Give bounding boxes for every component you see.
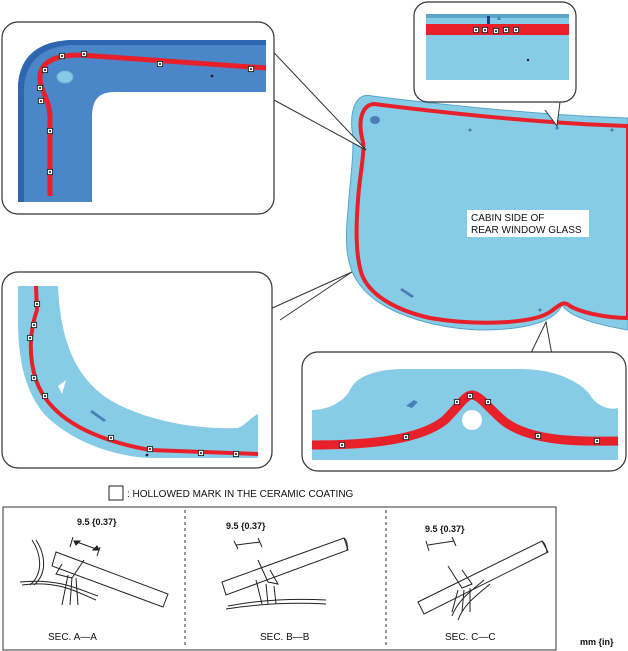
section-c-dimension: 9.5 {0.37}	[425, 524, 465, 534]
section-views-panel: 9.5 {0.37} SEC. A—A 9.5 {0.37} SEC. B—B	[2, 506, 557, 651]
rear-window-glass: CABIN SIDE OF REAR WINDOW GLASS	[345, 94, 628, 331]
section-b-caption: SEC. B—B	[260, 632, 310, 643]
fastener-mark	[370, 116, 614, 312]
section-b-dimension: 9.5 {0.37}	[226, 521, 266, 531]
section-a-caption: SEC. A—A	[48, 632, 97, 643]
unit-label: mm {in}	[580, 637, 614, 647]
glass-label-line1: CABIN SIDE OF	[471, 213, 544, 224]
section-c-caption: SEC. C—C	[445, 632, 496, 643]
glass-label-line2: REAR WINDOW GLASS	[471, 225, 582, 236]
leader-lines	[261, 39, 561, 356]
glass-label-box	[467, 210, 589, 237]
detail-callout-upper-corner	[1, 21, 275, 215]
detail-callout-wiper-area	[301, 351, 627, 472]
hollowed-mark-symbol	[108, 485, 124, 501]
section-c-c	[417, 536, 549, 621]
glass-detail	[18, 286, 258, 458]
bead-detail	[28, 285, 259, 456]
glass-detail	[18, 40, 266, 202]
detail-callout-top-center	[413, 1, 577, 103]
section-a-a	[19, 536, 169, 608]
detail-callout-lower-corner	[1, 271, 273, 469]
section-b-b	[221, 537, 349, 610]
legend-text: : HOLLOWED MARK IN THE CERAMIC COATING	[127, 489, 354, 500]
bead-detail	[37, 52, 267, 196]
wiper-hole	[557, 312, 567, 322]
legend: : HOLLOWED MARK IN THE CERAMIC COATING	[108, 485, 354, 501]
urethane-bead	[354, 101, 628, 325]
section-a-dimension: 9.5 {0.37}	[77, 517, 117, 527]
